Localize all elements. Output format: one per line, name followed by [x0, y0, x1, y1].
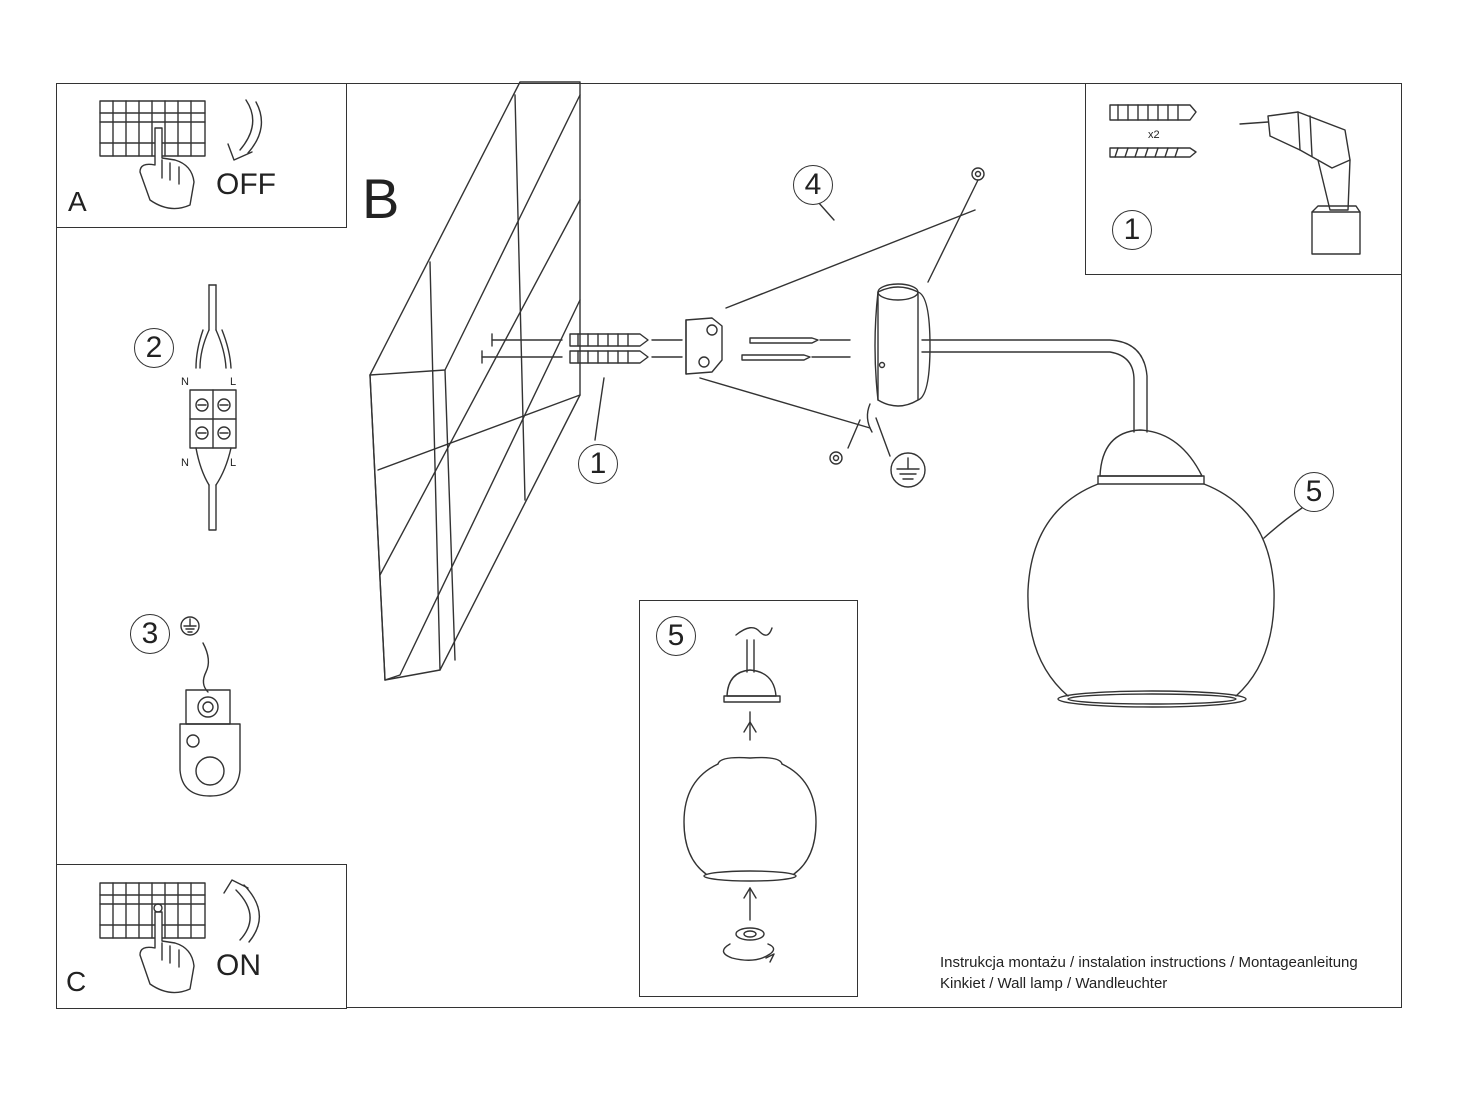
screw-icon — [1109, 147, 1197, 158]
instruction-caption: Instrukcja montażu / instalation instruc… — [940, 952, 1358, 994]
globe-lamp-icon — [1027, 429, 1303, 708]
bracket-leader-lines — [699, 179, 979, 429]
caption-line-2: Kinkiet / Wall lamp / Wandleuchter — [940, 975, 1168, 992]
wall-plugs-icon — [481, 333, 683, 441]
drill-icon — [1239, 111, 1361, 255]
shade-detail-step-number: 5 — [656, 616, 696, 656]
ground-symbol-icon — [875, 417, 926, 488]
panel-b-letter: B — [362, 167, 400, 230]
terminal-label-n-bottom: N — [181, 457, 189, 469]
off-label: OFF — [216, 168, 276, 201]
instruction-frame — [56, 83, 1402, 1008]
cap-nut-icon — [829, 167, 985, 465]
arrow-up-icon — [223, 879, 261, 943]
terminal-block-icon — [189, 284, 237, 531]
wiring-step-number: 2 — [134, 328, 174, 368]
wall-plug-icon — [1109, 104, 1197, 121]
arrow-down-icon — [227, 99, 263, 161]
panel-c-letter: C — [66, 966, 87, 997]
breaker-off-icon — [99, 100, 206, 210]
panel-c — [56, 864, 347, 1009]
lamp-canopy-icon — [866, 283, 931, 433]
caption-line-1: Instrukcja montażu / instalation instruc… — [940, 954, 1358, 971]
ground-terminal-icon — [179, 616, 241, 797]
bracket-screws-icon — [741, 337, 851, 361]
terminal-label-l-bottom: L — [230, 457, 237, 469]
terminal-label-n-top: N — [181, 376, 189, 388]
on-label: ON — [216, 949, 261, 982]
mounting-bracket-icon — [685, 317, 723, 375]
shade-assembly-detail — [683, 627, 817, 963]
bracket-step-number: 4 — [793, 165, 833, 205]
terminal-label-l-top: L — [230, 376, 237, 388]
breaker-on-icon — [99, 882, 206, 994]
plug-quantity: x2 — [1148, 129, 1160, 141]
panel-a-letter: A — [68, 186, 87, 217]
lamp-arm-icon — [921, 339, 1148, 433]
ground-step-number: 3 — [130, 614, 170, 654]
tools-step-number: 1 — [1112, 210, 1152, 250]
wall-plugs-step-number: 1 — [578, 444, 618, 484]
wall-tiles — [369, 81, 581, 681]
lamp-step-number: 5 — [1294, 472, 1334, 512]
